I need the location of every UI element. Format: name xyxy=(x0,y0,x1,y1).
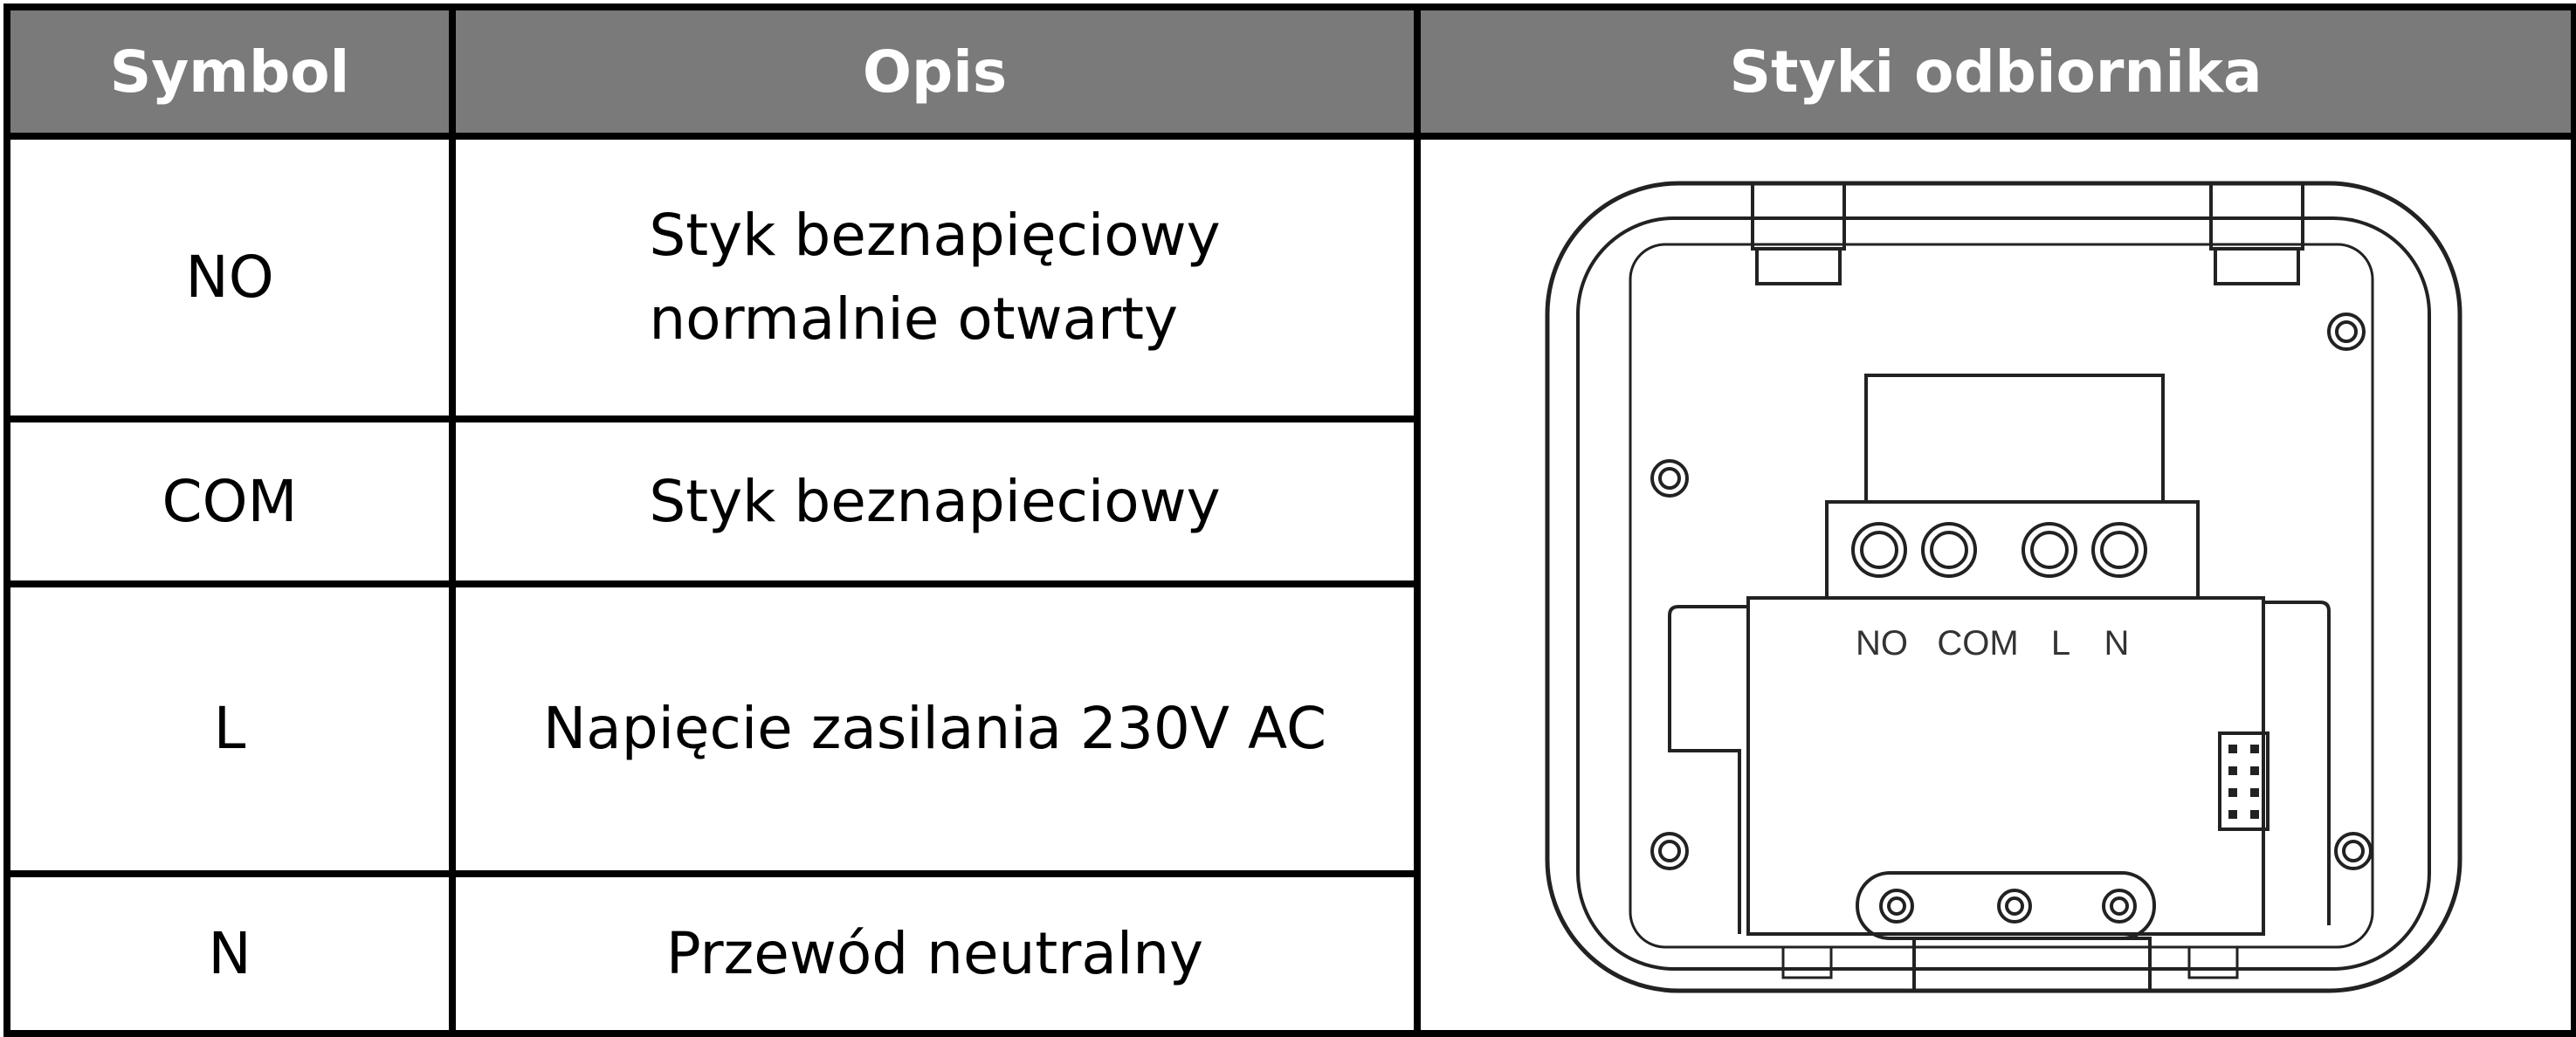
housing-inner xyxy=(1576,216,2431,971)
side-bracket xyxy=(1668,605,1748,934)
header-opis: Opis xyxy=(449,3,1421,140)
desc-cell: Przewód neutralny xyxy=(449,869,1421,1037)
terminal-block-top xyxy=(1864,374,2165,504)
symbol-cell: N xyxy=(3,869,456,1037)
hinge-right xyxy=(2209,183,2304,285)
screw-icon xyxy=(1997,889,2032,924)
desc-cell: Styk beznapieciowy xyxy=(449,415,1421,587)
screw-icon xyxy=(2327,312,2366,351)
screw-icon xyxy=(1650,832,1689,870)
desc-cell: Napięcie zasilania 230V AC xyxy=(449,580,1421,877)
terminal-holes xyxy=(1851,522,2147,578)
contacts-table: Symbol Opis Styki odbiornika NO Styk bez… xyxy=(3,3,2576,1037)
terminal-block xyxy=(1825,500,2200,600)
screw-icon xyxy=(1650,459,1689,498)
desc-two-line: Styk beznapięciowy normalnie otwarty xyxy=(649,194,1220,361)
terminal-label-no: NO xyxy=(1856,624,1908,663)
symbol-cell: NO xyxy=(3,133,456,422)
desc-line-2: normalnie otwarty xyxy=(649,285,1179,353)
hinge-left xyxy=(1751,183,1846,285)
receiver-terminal-diagram: NO COM L N xyxy=(1545,181,2462,993)
bottom-tab xyxy=(1912,937,2152,992)
bottom-clip-left xyxy=(1781,947,1833,979)
screw-icon xyxy=(2334,832,2373,870)
table-header-row: Symbol Opis Styki odbiornika xyxy=(3,3,2576,140)
housing-outer xyxy=(1545,181,2462,993)
right-bracket xyxy=(2263,601,2331,925)
table-row: L Napięcie zasilania 230V AC xyxy=(3,580,2574,877)
table-row: N Przewód neutralny xyxy=(3,869,2574,1037)
pin-connector xyxy=(2218,731,2269,831)
screw-icon xyxy=(1879,889,1914,924)
symbol-cell: L xyxy=(3,580,456,877)
screw-icon xyxy=(2102,889,2137,924)
desc-cell: Styk beznapięciowy normalnie otwarty xyxy=(449,133,1421,422)
terminal-label-com: COM xyxy=(1937,624,2018,663)
terminal-label-l: L xyxy=(2051,624,2070,663)
symbol-cell: COM xyxy=(3,415,456,587)
receiver-diagram-cell: NO COM L N xyxy=(1414,133,2576,1037)
pin-dots xyxy=(2228,745,2259,819)
housing-face xyxy=(1629,243,2374,949)
header-symbol: Symbol xyxy=(3,3,456,140)
table-row: COM Styk beznapieciowy xyxy=(3,415,2574,587)
main-module xyxy=(1746,596,2265,936)
bottom-clip-right xyxy=(2187,947,2239,979)
header-styki: Styki odbiornika xyxy=(1414,3,2576,140)
desc-line-1: Styk beznapięciowy xyxy=(649,201,1221,269)
terminal-label-n: N xyxy=(2104,624,2130,663)
table-row: NO Styk beznapięciowy normalnie otwarty xyxy=(3,133,2576,1037)
